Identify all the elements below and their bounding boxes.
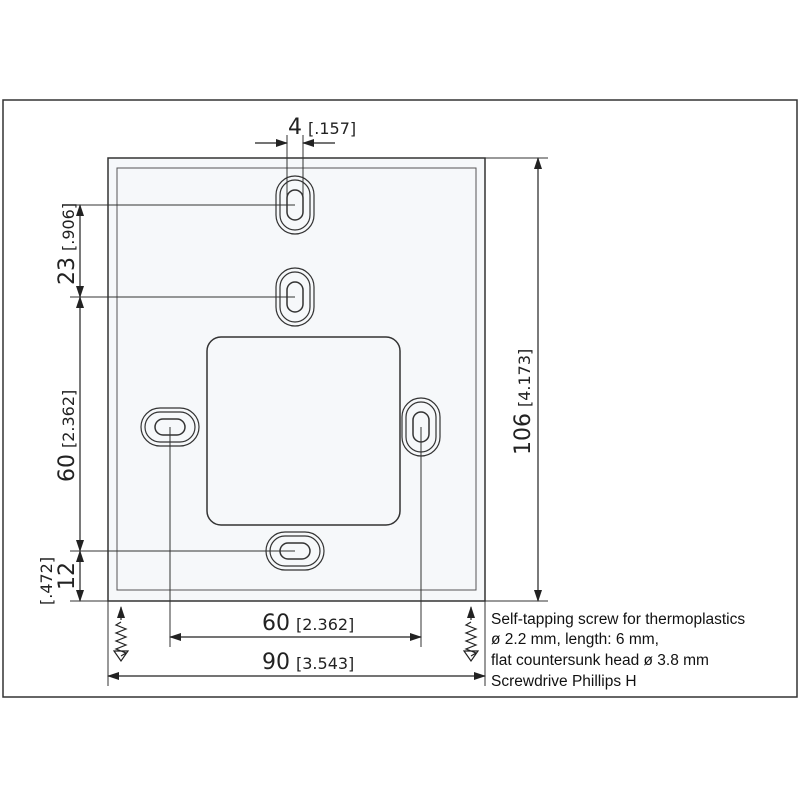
screw-icon-left bbox=[112, 606, 130, 663]
svg-text:Self-tapping screw for thermop: Self-tapping screw for thermoplastics bbox=[491, 611, 745, 628]
screw-note: Self-tapping screw for thermoplastics ø … bbox=[491, 611, 745, 690]
dim-bottom-offset: 12 bbox=[55, 562, 80, 590]
dim-height: 106[4.173] bbox=[511, 349, 536, 455]
dim-horizontal-slot-spacing: 60[2.362] bbox=[262, 611, 354, 636]
screw-icon-right bbox=[462, 606, 480, 663]
center-opening bbox=[206, 336, 401, 526]
dim-width: 90[3.543] bbox=[262, 650, 354, 675]
svg-text:Screwdrive Phillips H: Screwdrive Phillips H bbox=[491, 673, 637, 690]
dimension-lines bbox=[76, 139, 542, 680]
svg-text:flat countersunk head ø 3.8 mm: flat countersunk head ø 3.8 mm bbox=[491, 652, 709, 669]
svg-text:ø 2.2 mm, length: 6 mm,: ø 2.2 mm, length: 6 mm, bbox=[491, 631, 659, 648]
dim-slot-width: 4[.157] bbox=[288, 115, 356, 140]
dim-bottom-offset-inch: [.472] bbox=[37, 557, 56, 605]
dim-middle-spacing: 60[2.362] bbox=[55, 390, 80, 482]
plate-inner-edge bbox=[116, 167, 477, 591]
dim-top-slot-spacing: 23[.906] bbox=[55, 203, 80, 285]
